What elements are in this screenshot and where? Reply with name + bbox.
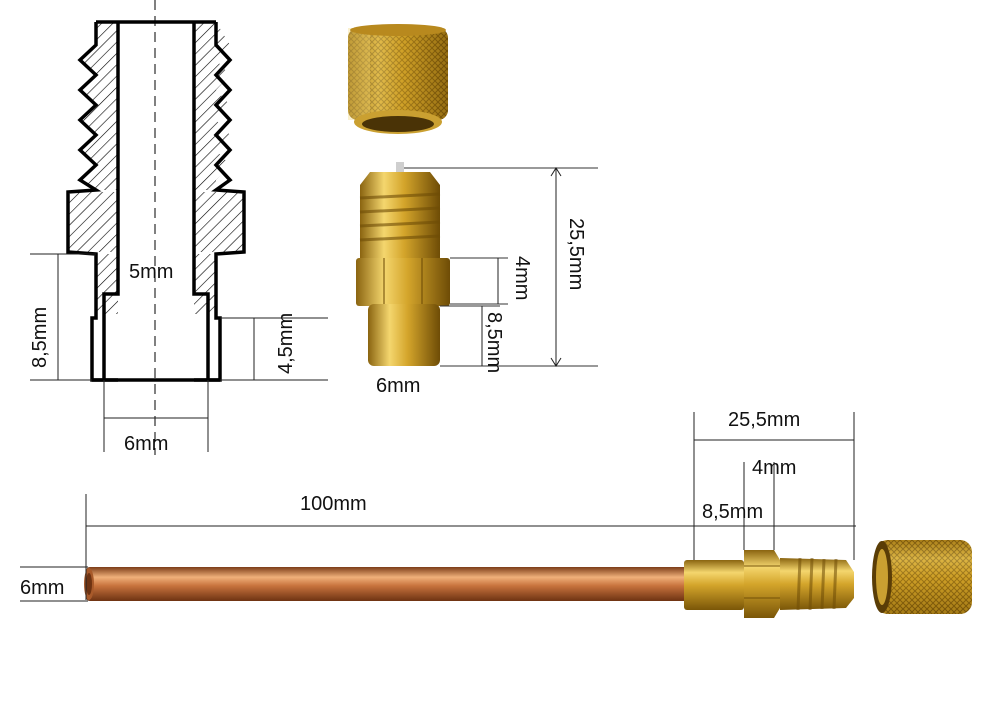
bore-right-wall: [192, 22, 210, 380]
tube-diameter-label: 6mm: [20, 577, 64, 599]
fitting-photo: 25,5mm 4mm 8,5mm 6mm: [348, 24, 598, 397]
fitting-dimension-total: 25,5mm: [404, 167, 598, 367]
section-hatching: [68, 22, 244, 314]
tube-knurled-cap: [872, 540, 972, 614]
fitting-dimension-hex: 4mm: [450, 256, 533, 305]
drawing-step-label: 4,5mm: [275, 313, 297, 374]
fitting-hex-label: 4mm: [511, 256, 533, 300]
tube-hex-label: 4mm: [752, 457, 796, 479]
tube-tail-label: 8,5mm: [702, 501, 763, 523]
tube-dimension-diameter: 6mm: [20, 566, 88, 602]
tube-length-label: 100mm: [300, 493, 367, 515]
section-outline-right: [194, 22, 246, 382]
tube-dimension-hex: 4mm: [743, 457, 796, 550]
tube-dimension-length: 100mm: [85, 493, 856, 600]
fitting-total-label: 25,5mm: [565, 218, 587, 290]
drawing-length-label: 8,5mm: [29, 307, 51, 368]
dimension-diameter-bottom: 6mm: [103, 380, 209, 455]
dimension-step-right: 4,5mm: [220, 313, 328, 381]
drawing-diameter-label: 6mm: [124, 433, 168, 455]
valve-body: [356, 162, 450, 366]
tube-dimension-total: 25,5mm: [693, 409, 855, 560]
fitting-tail-label: 8,5mm: [483, 312, 505, 373]
tube-assembly-photo: 100mm 25,5mm 4mm 8,5mm 6mm: [20, 409, 972, 618]
bore-left-wall: [102, 22, 120, 380]
fitting-dimension-tail: 8,5mm: [440, 305, 505, 373]
knurled-cap-top: [348, 24, 448, 134]
copper-tube: [84, 567, 690, 601]
drawing-bore-label: 5mm: [129, 261, 173, 283]
section-outline-left: [66, 22, 118, 382]
dimension-length-left: 8,5mm: [29, 253, 96, 381]
cross-section-drawing: 8,5mm 4,5mm 5mm 6mm: [29, 0, 328, 455]
tube-total-label: 25,5mm: [728, 409, 800, 431]
tube-brass-fitting: [684, 550, 854, 618]
fitting-diameter-label: 6mm: [376, 375, 420, 397]
